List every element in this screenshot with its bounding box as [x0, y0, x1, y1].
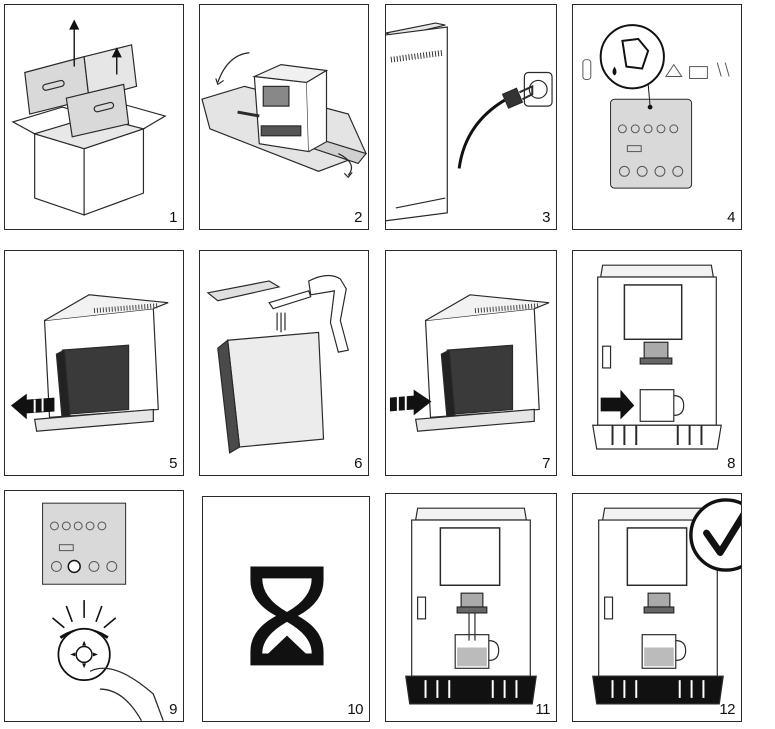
step-panel-2: 2: [199, 4, 369, 230]
step-number: 5: [169, 455, 177, 472]
press-button-icon: [42, 502, 164, 721]
step-panel-3: 3: [385, 4, 557, 230]
unpack-machine-icon: [201, 52, 368, 179]
step-panel-1: 1: [4, 4, 184, 230]
step-number: 11: [535, 701, 550, 718]
step-panel-7: 7: [385, 250, 557, 476]
insert-tank-icon: [389, 294, 550, 432]
step-panel-11: 11: [385, 493, 557, 722]
finished-machine-icon: [592, 507, 724, 705]
step-number: 1: [169, 209, 177, 226]
step-number: 7: [542, 455, 550, 472]
dispensing-icon: [405, 507, 537, 705]
step-panel-5: 5: [4, 250, 184, 476]
step-panel-6: 6: [199, 250, 369, 476]
step-number: 6: [354, 455, 362, 472]
step-number: 12: [719, 701, 735, 718]
box-open-icon: [11, 19, 167, 216]
water-tank-warning-icon: [582, 24, 730, 189]
checkmark-icon: [689, 498, 741, 572]
hourglass-icon: [250, 566, 324, 666]
step-panel-9: 9: [4, 490, 184, 722]
step-number: 3: [542, 209, 550, 226]
step-number: 2: [354, 209, 362, 226]
step-number: 4: [727, 209, 735, 226]
step-panel-10: 10: [202, 496, 370, 722]
remove-tank-icon: [10, 294, 169, 432]
place-cup-icon: [592, 264, 722, 450]
step-panel-12: 12: [572, 493, 742, 722]
step-panel-4: 4: [572, 4, 742, 230]
plug-in-icon: [386, 22, 553, 222]
step-number: 9: [169, 701, 177, 718]
step-panel-8: 8: [572, 250, 742, 476]
step-number: 10: [347, 701, 363, 718]
fill-tank-icon: [206, 274, 349, 454]
step-number: 8: [727, 455, 735, 472]
